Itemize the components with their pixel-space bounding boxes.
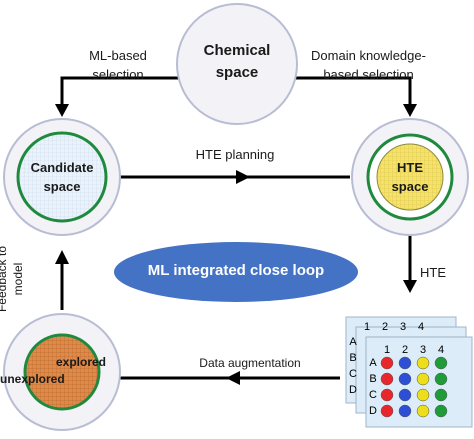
domain-selection-line1: Domain knowledge- [311, 48, 426, 63]
plate-front-column-label: 4 [437, 344, 445, 356]
plate-well [434, 404, 448, 418]
plate-well [416, 372, 430, 386]
plate-wells [380, 356, 448, 418]
ml-selection-line1: ML-based [89, 48, 147, 63]
center-loop-label: ML integrated close loop [147, 262, 325, 279]
plate-well [416, 356, 430, 370]
unexplored-label: unexplored [0, 372, 65, 386]
plate-well [434, 388, 448, 402]
center-loop-ellipse [114, 242, 358, 302]
feedback-label: Feedback to model [0, 233, 26, 325]
data-augmentation-label: Data augmentation [199, 356, 301, 370]
arrowhead-domain-selection [403, 104, 417, 117]
ml-selection-label: ML-based selection [62, 46, 174, 84]
plate-well [380, 356, 394, 370]
chemical-space-node [176, 3, 298, 125]
plate-front-row-label: C [369, 389, 377, 401]
hte-space-node [351, 118, 469, 236]
plate-back-row-label: A [349, 336, 357, 348]
plate-well [416, 388, 430, 402]
domain-selection-line2: based selection [323, 67, 414, 82]
hte-space-line2: space [391, 179, 429, 194]
candidate-space-node [3, 118, 121, 236]
arrowhead-feedback [55, 250, 69, 264]
hte-planning-label: HTE planning [195, 147, 275, 162]
arrowhead-hte [403, 280, 417, 293]
plate-front-column-label: 2 [401, 344, 409, 356]
candidate-space-label: Candidate space [14, 158, 110, 196]
plate-back-row-label: C [349, 368, 357, 380]
ml-selection-line2: selection [92, 67, 144, 82]
plate-well [380, 372, 394, 386]
plate-back-column-label: 4 [417, 321, 425, 333]
plate-well [380, 404, 394, 418]
plate-back-column-label: 3 [399, 321, 407, 333]
plate-back-column-label: 2 [381, 321, 389, 333]
plate-front-row-label: B [369, 373, 377, 385]
plate-front-column-label: 3 [419, 344, 427, 356]
plate-well [434, 356, 448, 370]
candidate-space-line1: Candidate [30, 160, 94, 175]
connectors [55, 76, 417, 385]
plate-well [416, 404, 430, 418]
plate-back-row-label: D [349, 384, 357, 396]
plate-well [380, 388, 394, 402]
plate-front-row-label: D [369, 405, 377, 417]
hte-space-label: HTE space [370, 158, 450, 196]
microplates-stack [345, 316, 473, 428]
plate-front-row-label: A [369, 357, 377, 369]
plate-well [398, 356, 412, 370]
explored-space-node [3, 313, 121, 431]
chemical-space-line2: space [215, 64, 259, 81]
arrowhead-data-augmentation [226, 371, 240, 385]
chemical-space-label: Chemical space [187, 40, 287, 84]
chemical-space-line1: Chemical [203, 42, 271, 59]
hte-space-line1: HTE [397, 160, 423, 175]
arrowhead-hte-planning [236, 170, 250, 184]
arrowhead-ml-selection [55, 104, 69, 117]
feedback-line1: Feedback to [0, 245, 9, 313]
plate-well [398, 404, 412, 418]
plate-well [398, 388, 412, 402]
plate-well [434, 372, 448, 386]
candidate-space-line2: space [43, 179, 81, 194]
feedback-line2: model [11, 262, 25, 296]
arrow-domain-selection [295, 76, 412, 108]
arrow-ml-selection [60, 76, 180, 108]
plate-well [398, 372, 412, 386]
plate-front-column-label: 1 [383, 344, 391, 356]
domain-selection-label: Domain knowledge- based selection [296, 46, 441, 84]
plate-back-column-label: 1 [363, 321, 371, 333]
hte-label: HTE [420, 265, 446, 280]
plate-back-row-label: B [349, 352, 357, 364]
explored-label: explored [56, 355, 107, 369]
